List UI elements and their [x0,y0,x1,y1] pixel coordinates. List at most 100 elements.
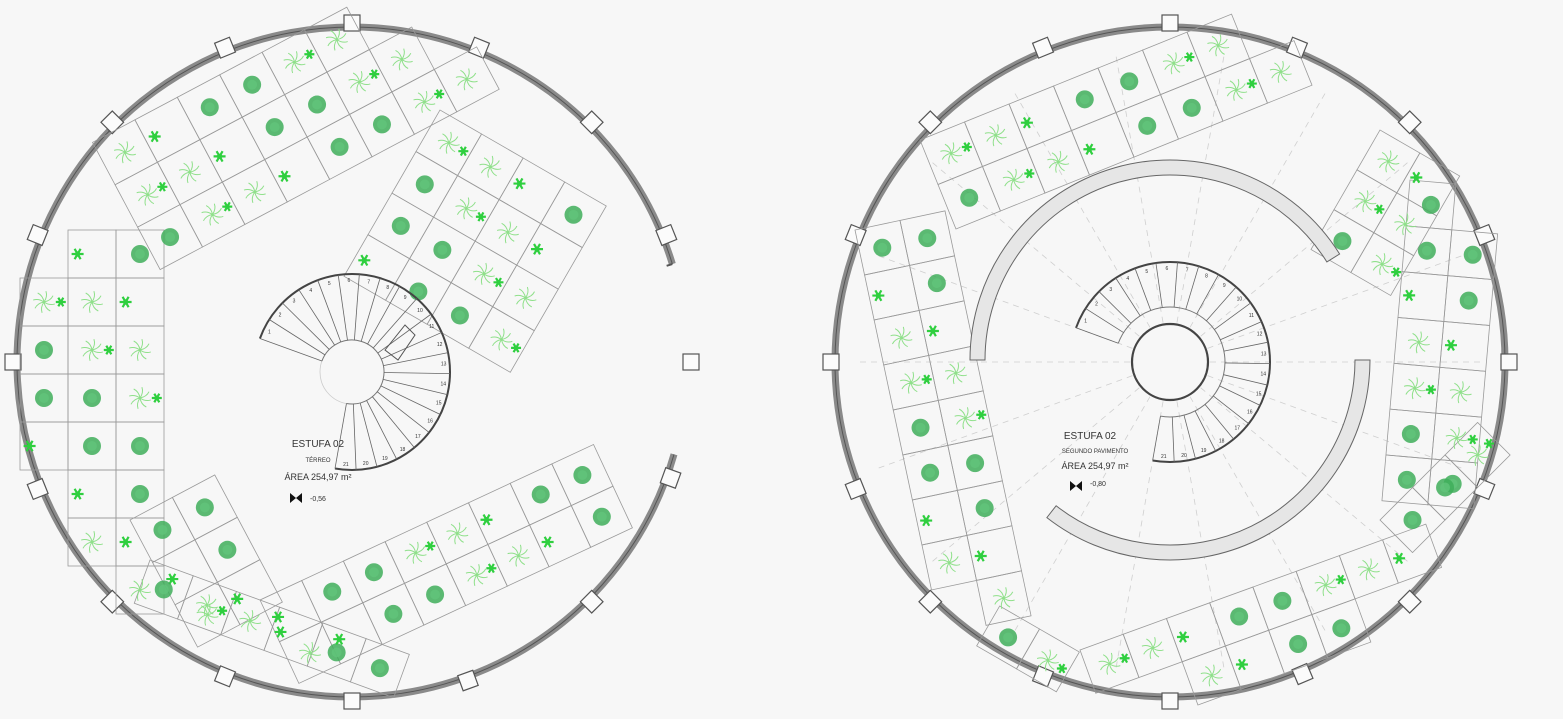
pillar [822,353,840,371]
tree-canopy-inner [374,663,385,674]
stair-tread [317,280,342,343]
tree-icon [1182,98,1201,117]
pillar [343,692,361,710]
shrub-center [427,543,433,549]
fern-fronds [455,68,478,91]
shrub-leaves [1393,552,1406,565]
stair-tread [372,298,418,349]
stair-step-number: 12 [437,342,443,348]
tree-icon [531,485,550,504]
tree-icon [370,659,389,678]
fern-fronds [496,221,519,244]
stair-step-number: 19 [1201,448,1207,454]
shrub-leaves [493,277,504,288]
tree-canopy-inner [135,489,145,499]
fern-icon [472,262,495,285]
shrub-center [372,71,377,77]
tree-canopy-inner [430,589,441,600]
fern-fronds [413,90,436,113]
fern-fronds [1394,213,1417,236]
shrub-icon [1184,52,1195,62]
tree-icon [308,95,327,114]
tree-canopy-inner [437,244,448,255]
shrub-leaves [1410,171,1423,184]
tree-canopy-inner [1440,482,1451,493]
fern-fronds [455,197,478,220]
tree-canopy-inner [334,141,345,152]
stair-outer-rail [1075,261,1271,463]
shrub-center [277,629,284,635]
stair-step-number: 21 [1161,454,1167,460]
fern-icon [129,579,151,601]
tree-icon [1120,72,1139,91]
stair-tread [1196,274,1219,315]
plan-label-block: ESTUFA 02 SEGUNDO PAVIMENTO ÁREA 254,97 … [1061,431,1129,491]
shrub-center [461,148,466,154]
fern-fronds [938,551,961,574]
shrub-center [1396,555,1402,562]
pillar [1161,692,1179,710]
shrub-icon [961,142,972,152]
shrub-leaves [369,69,380,80]
fern-icon [1445,427,1468,450]
tree-icon [409,282,428,301]
fern-fronds [507,544,530,567]
fern-fronds [1357,558,1380,581]
shrub-icon [872,289,885,302]
tree-icon [35,389,53,407]
pillar [1500,353,1518,371]
shrub-center [154,395,160,401]
stair-step-number: 13 [1261,351,1267,357]
fern-icon [201,203,224,226]
shrub-leaves [458,146,469,157]
fern-icon [239,609,262,632]
shrub-leaves [333,633,346,645]
fern-icon [1314,574,1337,597]
tree-canopy-inner [419,179,430,190]
shrub-icon [272,611,285,623]
tree-icon [921,463,940,482]
plan-level: -0,80 [1090,481,1106,488]
fern-icon [1357,558,1380,581]
radial-guide [1114,51,1164,323]
stair-outer-rail [258,273,451,471]
fern-icon [1207,34,1230,57]
shrub-icon [458,146,469,157]
tree-canopy-inner [87,393,97,403]
shrub-center [1448,342,1454,348]
shrub-icon [1410,171,1423,184]
tree-icon [327,643,346,662]
radial-guide [1207,253,1467,349]
tree-canopy-inner [970,458,981,469]
shrub-center [478,214,484,220]
stair-step-number: 13 [441,362,447,368]
shrub-icon [71,488,84,500]
tree-icon [1075,90,1094,109]
tree-icon [153,520,172,539]
stair-tread [360,278,381,342]
planter-band [1310,129,1461,297]
fern-icon [413,90,436,113]
stair-tread [353,274,360,341]
shrub-leaves [23,440,36,452]
tree-icon [975,499,994,518]
radial-guide [1176,401,1226,673]
fern-icon [129,387,151,409]
tree-icon [1332,619,1351,638]
shrub-leaves [231,593,244,605]
tree-icon [1289,635,1308,654]
tree-icon [131,485,149,503]
stair-tread [1224,362,1270,365]
stair-step-number: 8 [386,285,389,291]
stair-tread [1173,262,1178,308]
shrub-center [964,144,970,150]
tree-icon [364,563,383,582]
fern-fronds [1377,150,1400,173]
shrub-center [513,345,519,351]
tree-icon [873,238,892,257]
tree-canopy-inner [269,122,280,133]
shrub-leaves [486,563,497,574]
fern-fronds [404,541,427,564]
shrub-center [1027,171,1032,176]
